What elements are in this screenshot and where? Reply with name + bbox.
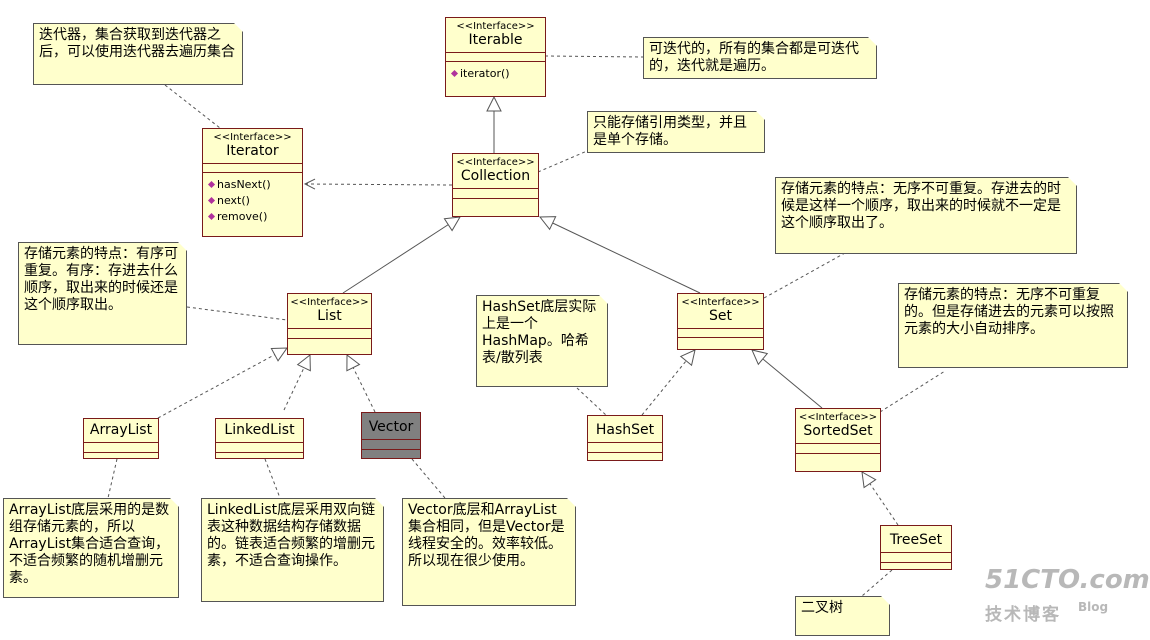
class-collection[interactable]: <<Interface>> Collection: [452, 153, 539, 217]
attributes-section: [588, 442, 662, 452]
class-name: List: [317, 308, 342, 324]
attributes-section: [216, 442, 303, 452]
attributes-section: [203, 163, 302, 172]
operations-section: [588, 452, 662, 462]
anchor-linkedlist-note: [264, 458, 281, 499]
stereotype-label: <<Interface>>: [456, 21, 535, 32]
stereotype-label: <<Interface>>: [290, 297, 369, 308]
class-iterable[interactable]: <<Interface>> Iterable iterator(): [445, 17, 546, 97]
stereotype-label: <<Interface>>: [456, 157, 535, 168]
operation-item: next(): [211, 193, 302, 209]
operation-item: iterator(): [454, 66, 545, 82]
operations-section: [453, 198, 538, 209]
edge-collection-iterator: [305, 184, 453, 185]
edge-vector-list: [347, 355, 376, 413]
class-name: Collection: [460, 168, 531, 184]
edge-sortedset-set: [752, 350, 823, 409]
class-linkedlist[interactable]: LinkedList: [215, 418, 304, 459]
anchor-vector-note: [411, 458, 446, 499]
edge-list-collection: [342, 217, 460, 294]
operation-item: remove(): [211, 209, 302, 225]
edge-treeset-sortedset: [862, 472, 899, 526]
watermark-subtitle: 技术博客: [985, 605, 1061, 625]
watermark-site: 51CTO.com: [985, 565, 1150, 595]
anchor-hashset-note: [576, 387, 608, 417]
anchor-iterator-note: [164, 84, 221, 129]
operations-section: [796, 453, 880, 464]
note-list: 存储元素的特点：有序可重复。有序：存进去什么顺序，取出来的时候还是这个顺序取出。: [18, 242, 187, 345]
class-name: Vector: [368, 419, 414, 435]
class-hashset[interactable]: HashSet: [587, 415, 663, 461]
operations-section: iterator(): [446, 61, 545, 82]
class-iterator[interactable]: <<Interface>> Iterator hasNext() next() …: [202, 128, 303, 237]
class-name: ArrayList: [89, 422, 153, 438]
class-sortedset[interactable]: <<Interface>> SortedSet: [795, 408, 881, 472]
class-treeset[interactable]: TreeSet: [880, 525, 952, 570]
anchor-treeset-note: [861, 569, 893, 597]
edge-arraylist-list: [157, 348, 287, 419]
attributes-section: [796, 443, 880, 453]
class-list[interactable]: <<Interface>> List: [287, 293, 372, 355]
operations-section: [362, 449, 420, 458]
class-name: HashSet: [595, 422, 655, 438]
anchor-collection-note: [537, 150, 588, 173]
operation-item: hasNext(): [211, 177, 302, 193]
stereotype-label: <<Interface>>: [213, 132, 292, 143]
stereotype-label: <<Interface>>: [798, 412, 878, 423]
edge-hashset-set: [641, 350, 695, 416]
note-iterator: 迭代器，集合获取到迭代器之后，可以使用迭代器去遍历集合: [33, 23, 243, 85]
operations-section: [216, 452, 303, 461]
class-name: SortedSet: [803, 423, 873, 439]
attributes-section: [678, 328, 763, 337]
note-sortedset: 存储元素的特点：无序不可重复的。但是存储进去的元素可以按照元素的大小自动排序。: [898, 283, 1128, 368]
anchor-sortedset-note: [879, 370, 946, 413]
attributes-section: [84, 442, 158, 452]
anchor-arraylist-note: [107, 458, 118, 499]
note-set: 存储元素的特点：无序不可重复。存进去的时候是这样一个顺序，取出来的时候就不一定是…: [775, 177, 1077, 254]
attributes-section: [453, 188, 538, 198]
attributes-section: [362, 439, 420, 449]
operations-section: hasNext() next() remove(): [203, 172, 302, 225]
anchor-set-note: [763, 252, 846, 299]
note-arraylist: ArrayList底层采用的是数组存储元素的，所以ArrayList集合适合查询…: [3, 498, 179, 598]
class-vector[interactable]: Vector: [361, 412, 421, 459]
note-collection: 只能存储引用类型，并且是单个存储。: [587, 111, 765, 153]
attributes-section: [881, 552, 951, 562]
class-name: LinkedList: [224, 422, 295, 438]
class-name: TreeSet: [889, 532, 943, 548]
class-set[interactable]: <<Interface>> Set: [677, 293, 764, 350]
anchor-iterable-note: [544, 55, 644, 58]
stereotype-label: <<Interface>>: [681, 297, 760, 308]
class-name: Iterator: [226, 143, 279, 159]
watermark-blog: Blog: [1078, 600, 1109, 614]
note-hashset: HashSet底层实际上是一个HashMap。哈希表/散列表: [476, 295, 608, 387]
note-treeset: 二叉树: [795, 596, 890, 636]
class-name: Iterable: [468, 32, 523, 48]
attributes-section: [288, 328, 371, 338]
note-linkedlist: LinkedList底层采用双向链表这种数据结构存储数据的。链表适合频繁的增删元…: [201, 498, 384, 602]
edge-linkedlist-list: [283, 355, 310, 411]
operations-section: [678, 337, 763, 346]
class-name: Set: [709, 308, 732, 324]
note-iterable: 可迭代的，所有的集合都是可迭代的，迭代就是遍历。: [643, 37, 877, 79]
operations-section: [881, 562, 951, 571]
class-arraylist[interactable]: ArrayList: [83, 418, 159, 459]
anchor-list-note: [186, 306, 288, 321]
attributes-section: [446, 52, 545, 61]
operations-section: [288, 338, 371, 348]
edge-set-collection: [540, 217, 701, 294]
operations-section: [84, 452, 158, 461]
note-vector: Vector底层和ArrayList集合相同，但是Vector是线程安全的。效率…: [402, 498, 576, 606]
